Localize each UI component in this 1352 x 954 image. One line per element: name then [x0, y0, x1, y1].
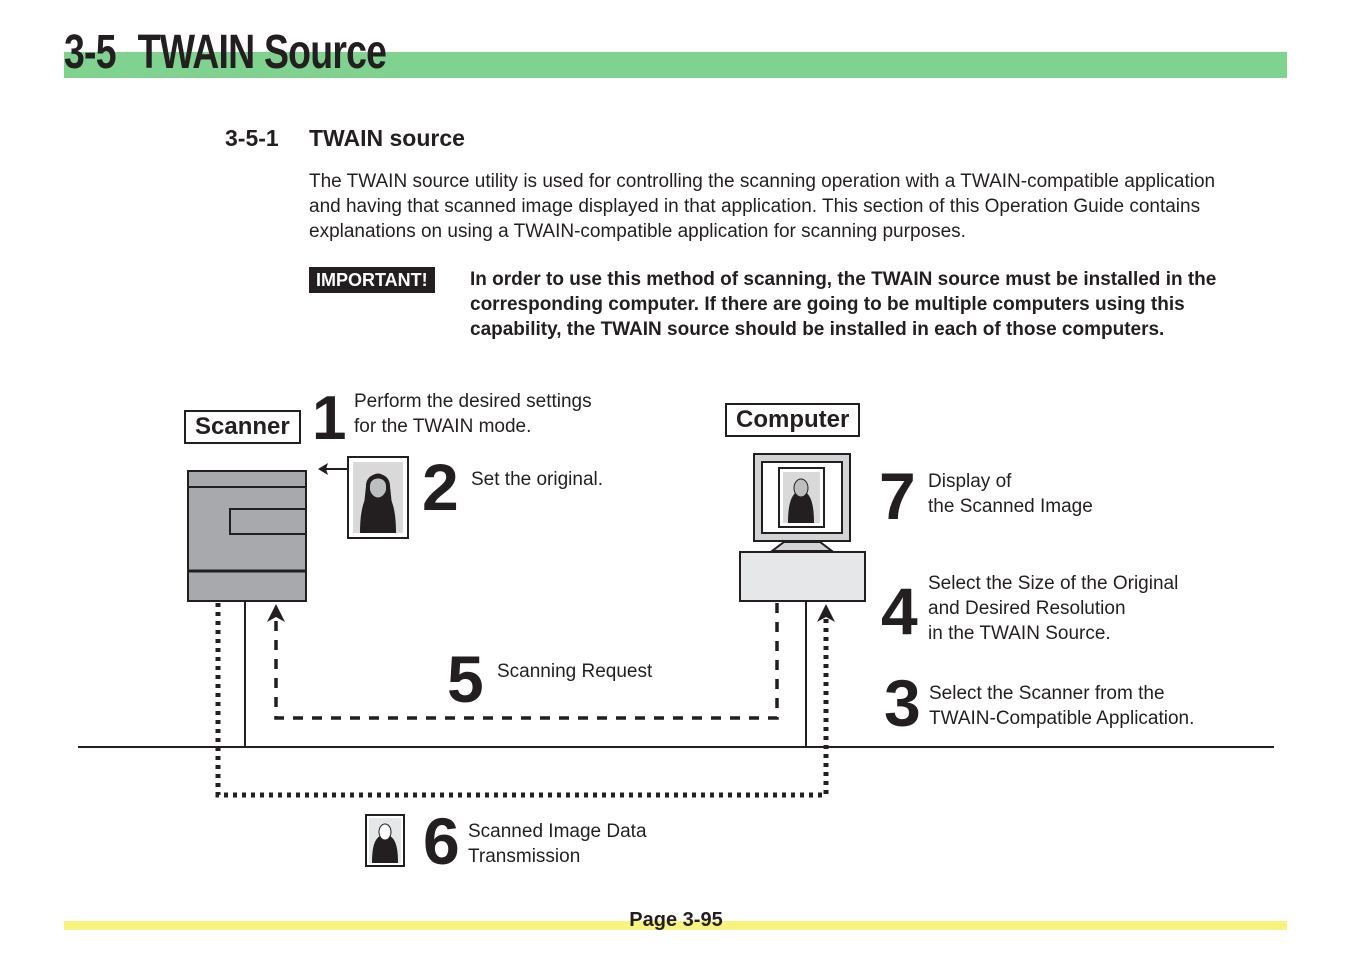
important-note: In order to use this method of scanning,… — [470, 267, 1290, 342]
section-title: TWAIN source — [309, 125, 465, 151]
step-6-number: 6 — [423, 804, 460, 878]
step-text-line: Scanning Request — [497, 661, 653, 682]
step-5-number: 5 — [447, 642, 484, 716]
step-6-text: Scanned Image Data Transmission — [468, 819, 647, 869]
step-text-line: Display of — [928, 471, 1012, 492]
step-4-text: Select the Size of the Original and Desi… — [928, 571, 1178, 646]
step-4-number: 4 — [881, 574, 918, 648]
step-5-text: Scanning Request — [497, 659, 652, 684]
intro-line: The TWAIN source utility is used for con… — [309, 171, 1216, 192]
intro-line: and having that scanned image displayed … — [309, 196, 1201, 217]
step-text-line: for the TWAIN mode. — [354, 416, 532, 437]
step-1-text: Perform the desired settings for the TWA… — [354, 389, 592, 439]
original-document-icon — [347, 456, 409, 539]
set-original-arrow-head — [318, 463, 328, 475]
step-text-line: TWAIN-Compatible Application. — [929, 708, 1195, 729]
scanning-request-arrowhead — [267, 604, 285, 622]
scanner-icon — [187, 470, 307, 602]
step-2-number: 2 — [422, 450, 459, 524]
step-1-number: 1 — [312, 384, 347, 453]
step-text-line: Select the Scanner from the — [929, 683, 1165, 704]
important-badge: IMPORTANT! — [309, 267, 435, 293]
step-7-text: Display of the Scanned Image — [928, 469, 1093, 519]
step-text-line: and Desired Resolution — [928, 598, 1126, 619]
intro-line: explanations on using a TWAIN-compatible… — [309, 221, 966, 242]
chapter-number: 3-5 — [64, 26, 117, 79]
page-number: Page 3-95 — [629, 909, 723, 931]
important-line: corresponding computer. If there are goi… — [470, 294, 1185, 315]
step-text-line: Scanned Image Data — [468, 821, 647, 842]
chapter-title: 3-5 TWAIN Source — [64, 22, 387, 84]
scanned-image-icon — [365, 814, 405, 867]
step-text-line: the Scanned Image — [928, 496, 1093, 517]
computer-label: Computer — [725, 403, 861, 437]
step-7-number: 7 — [879, 459, 916, 533]
chapter-title-bar — [64, 52, 1287, 78]
scanning-request-path — [274, 603, 779, 720]
footer-bar — [64, 921, 1287, 930]
computer-icon — [739, 453, 866, 602]
image-transmission-path — [215, 603, 829, 798]
step-3-text: Select the Scanner from the TWAIN-Compat… — [929, 681, 1194, 731]
step-text-line: Perform the desired settings — [354, 391, 592, 412]
important-line: capability, the TWAIN source should be i… — [470, 319, 1165, 340]
step-text-line: in the TWAIN Source. — [928, 623, 1111, 644]
step-3-number: 3 — [884, 666, 921, 740]
step-text-line: Set the original. — [471, 469, 604, 490]
step-2-text: Set the original. — [471, 467, 603, 492]
important-line: In order to use this method of scanning,… — [470, 269, 1217, 290]
step-text-line: Select the Size of the Original — [928, 573, 1179, 594]
image-transmission-arrowhead — [817, 604, 835, 622]
section-number: 3-5-1 — [225, 125, 279, 151]
scanner-label: Scanner — [184, 410, 301, 444]
step-text-line: Transmission — [468, 846, 581, 867]
intro-paragraph: The TWAIN source utility is used for con… — [309, 169, 1299, 244]
chapter-title-text: TWAIN Source — [137, 26, 387, 79]
